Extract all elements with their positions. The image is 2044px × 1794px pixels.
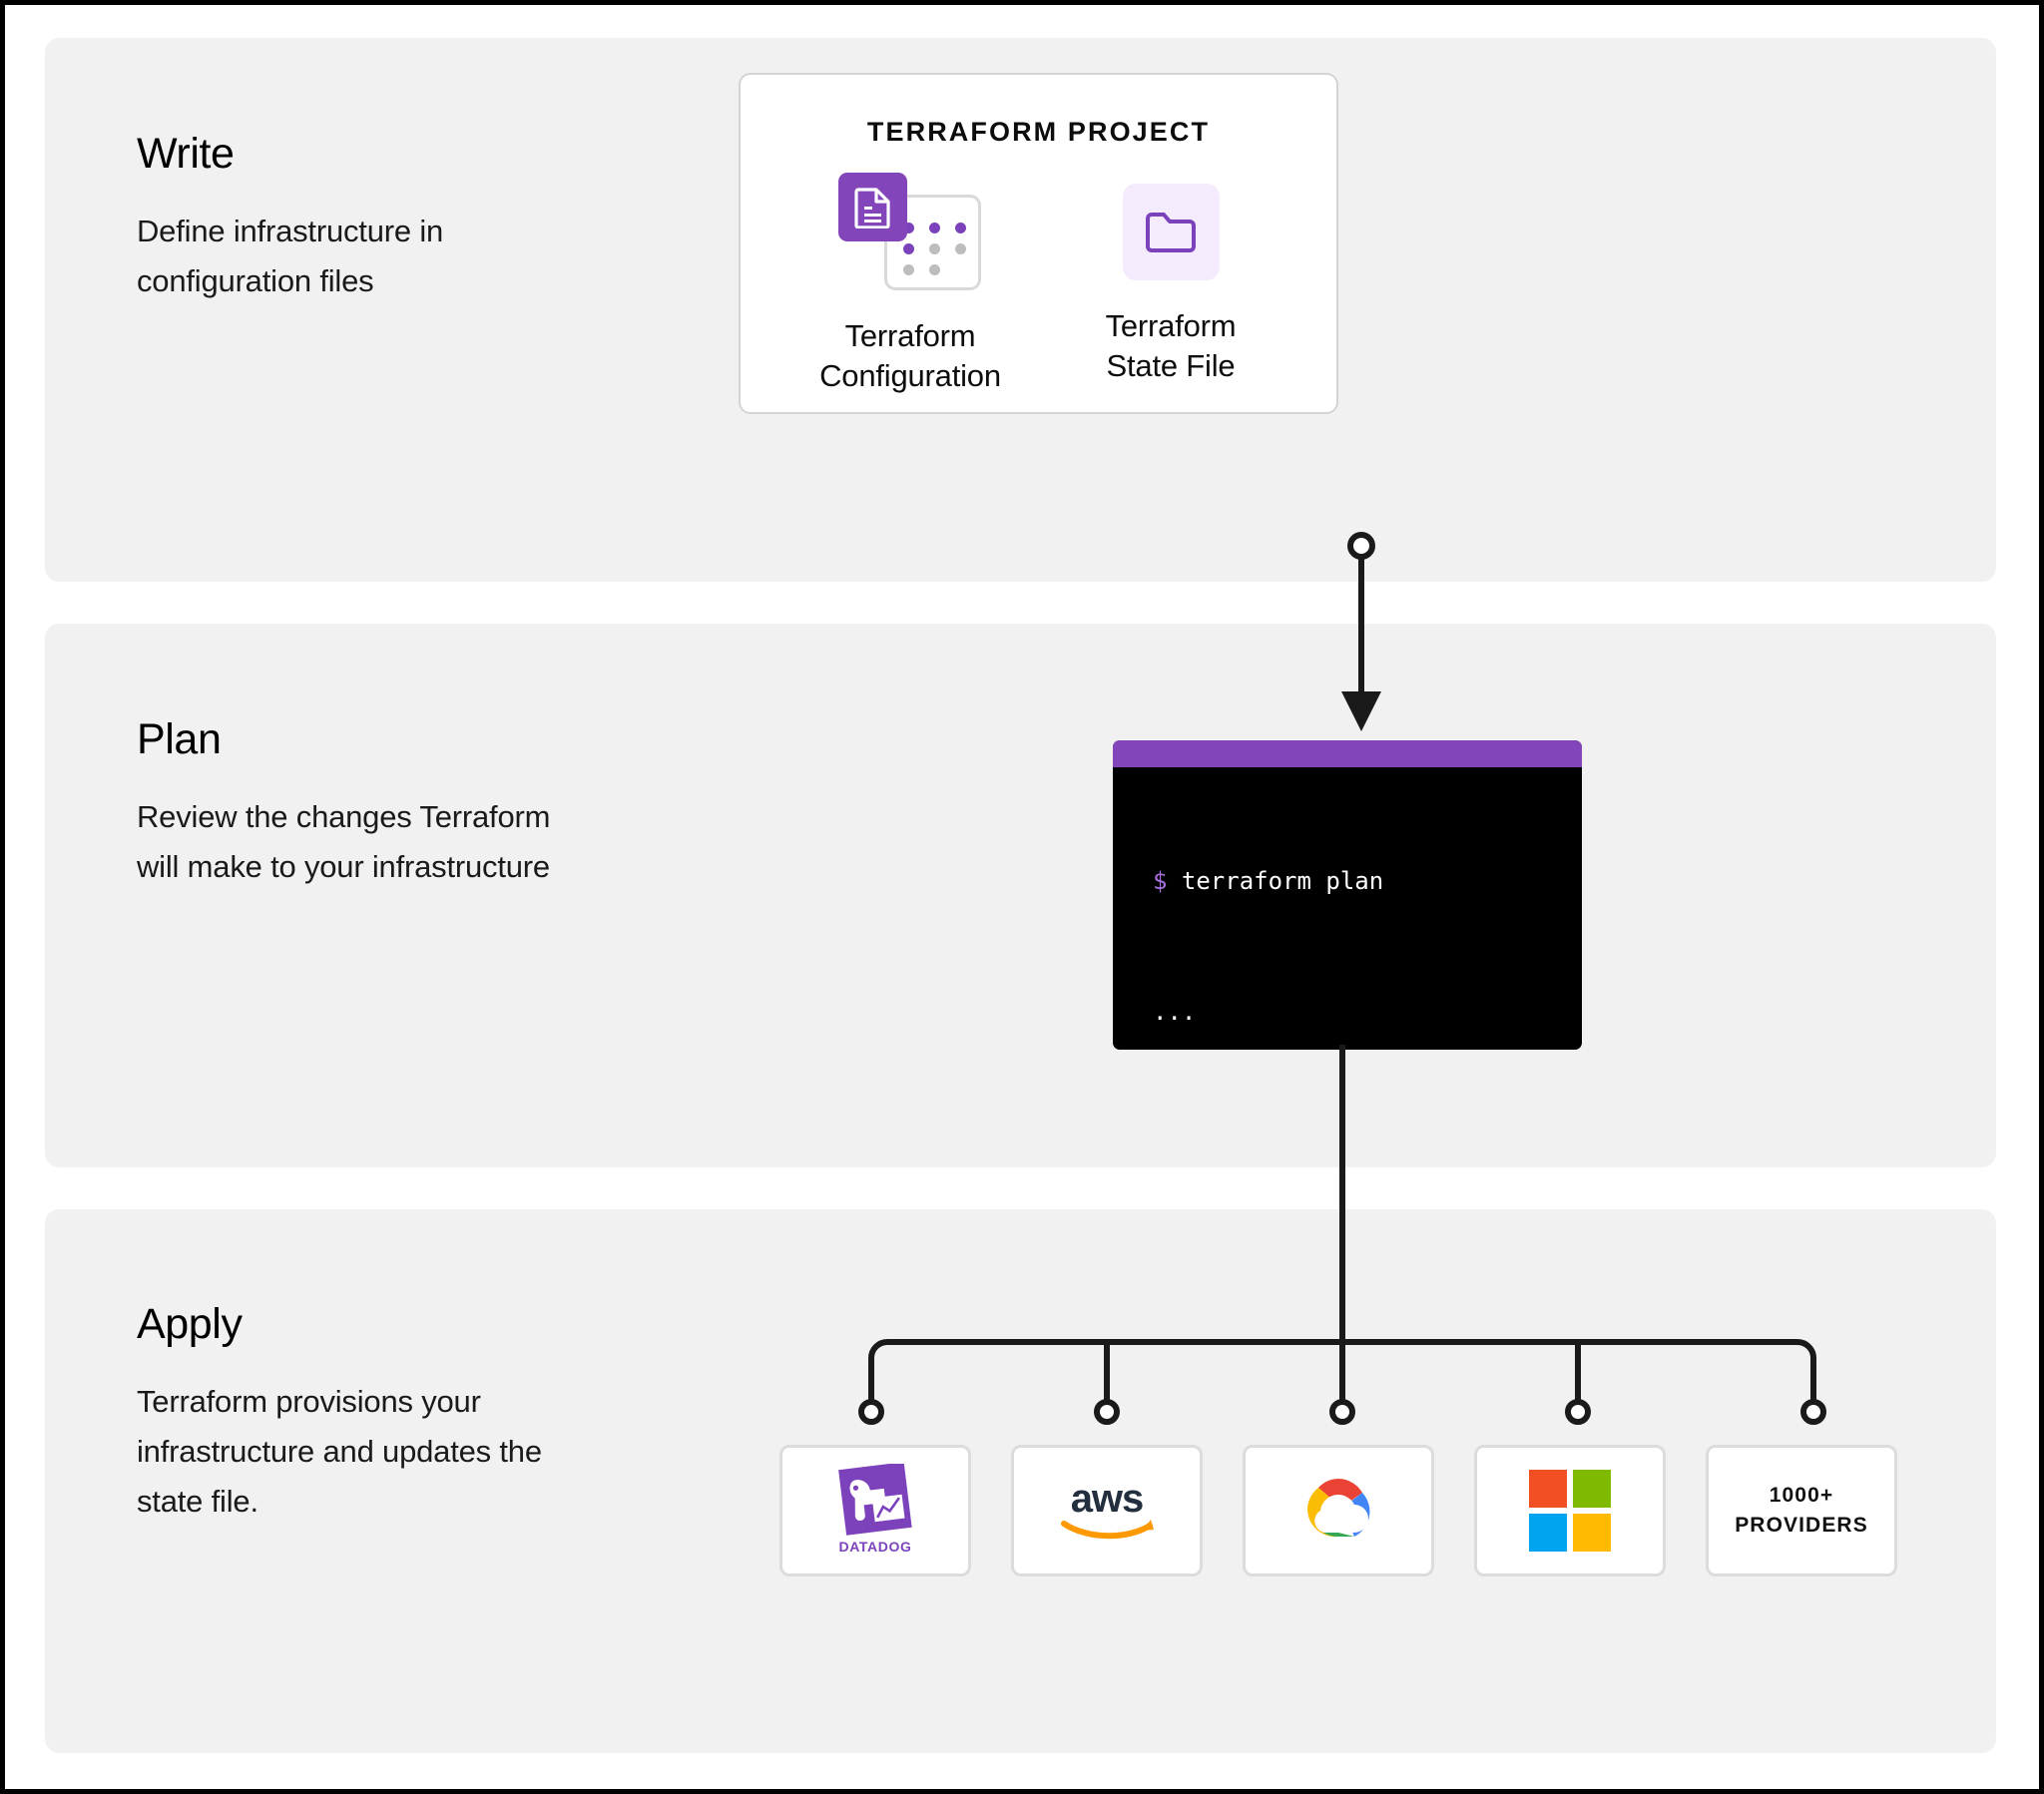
dot-grid-icon — [903, 223, 969, 275]
more-providers-count: 1000+ — [1769, 1483, 1834, 1507]
step-plan: Plan Review the changes Terraform will m… — [137, 715, 596, 892]
provider-card-list: DATADOG aws — [779, 1445, 1897, 1576]
folder-icon — [1122, 184, 1220, 280]
step-write-title: Write — [137, 130, 235, 178]
datadog-logo-icon: DATADOG — [838, 1464, 912, 1555]
svg-text:DATADOG: DATADOG — [839, 1539, 912, 1555]
terminal-command-line: $ terraform plan — [1153, 866, 1582, 897]
microsoft-logo-icon — [1529, 1470, 1611, 1552]
terminal-output: $ terraform plan ... Terraform will perf… — [1113, 767, 1582, 1050]
step-apply-description: Terraform provisions your infrastructure… — [137, 1384, 542, 1520]
more-providers-label: 1000+ PROVIDERS — [1735, 1481, 1868, 1542]
provider-card-microsoft[interactable] — [1474, 1445, 1666, 1576]
document-icon — [838, 173, 907, 241]
step-apply: Apply Terraform provisions your infrastr… — [137, 1300, 596, 1528]
terminal-window: $ terraform plan ... Terraform will perf… — [1113, 740, 1582, 1050]
provider-card-google-cloud[interactable] — [1243, 1445, 1434, 1576]
google-cloud-logo-icon — [1306, 1479, 1370, 1538]
terraform-configuration-icon-group — [838, 173, 982, 290]
step-write-description: Define infrastructure in configuration f… — [137, 214, 444, 299]
svg-text:aws: aws — [1071, 1480, 1144, 1521]
more-providers-word: PROVIDERS — [1735, 1514, 1868, 1537]
terraform-project-title: TERRAFORM PROJECT — [866, 117, 1211, 147]
panel-plan — [45, 624, 1996, 1167]
aws-logo-icon: aws — [1061, 1480, 1154, 1540]
step-write: Write Define infrastructure in configura… — [137, 130, 596, 306]
provider-card-aws[interactable]: aws — [1011, 1445, 1203, 1576]
step-plan-description: Review the changes Terraform will make t… — [137, 799, 551, 885]
terminal-ellipsis: ... — [1153, 997, 1197, 1026]
step-plan-title: Plan — [137, 715, 222, 763]
step-apply-title: Apply — [137, 1300, 243, 1348]
terminal-title-bar — [1113, 740, 1582, 767]
provider-card-datadog[interactable]: DATADOG — [779, 1445, 971, 1576]
terminal-command: terraform plan — [1181, 867, 1384, 896]
prompt-symbol: $ — [1153, 867, 1168, 896]
provider-card-more-providers[interactable]: 1000+ PROVIDERS — [1706, 1445, 1897, 1576]
terraform-project-card: TERRAFORM PROJECT — [739, 73, 1338, 414]
